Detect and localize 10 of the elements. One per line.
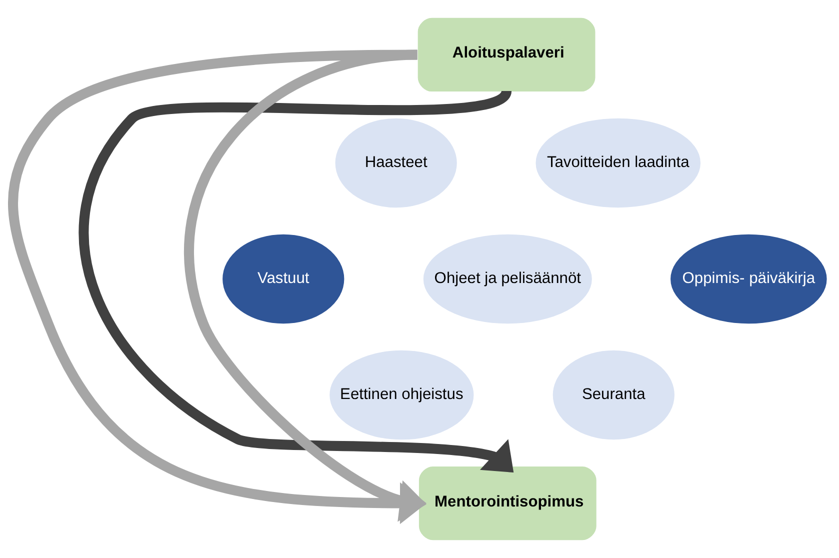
node-ellipse: Eettinen ohjeistus [330,350,474,440]
node-ellipse: Oppimis- päiväkirja [670,234,827,324]
node-ellipse: Tavoitteiden laadinta [536,118,700,208]
node-box: Mentorointisopimus [418,466,596,540]
node-ellipse: Haasteet [335,118,457,208]
node-ellipse: Vastuut [222,234,344,324]
node-ellipse: Seuranta [552,350,674,440]
node-box: Aloituspalaveri [418,18,596,92]
node-ellipse: Ohjeet ja pelisäännöt [423,234,592,324]
arrow [184,50,426,522]
